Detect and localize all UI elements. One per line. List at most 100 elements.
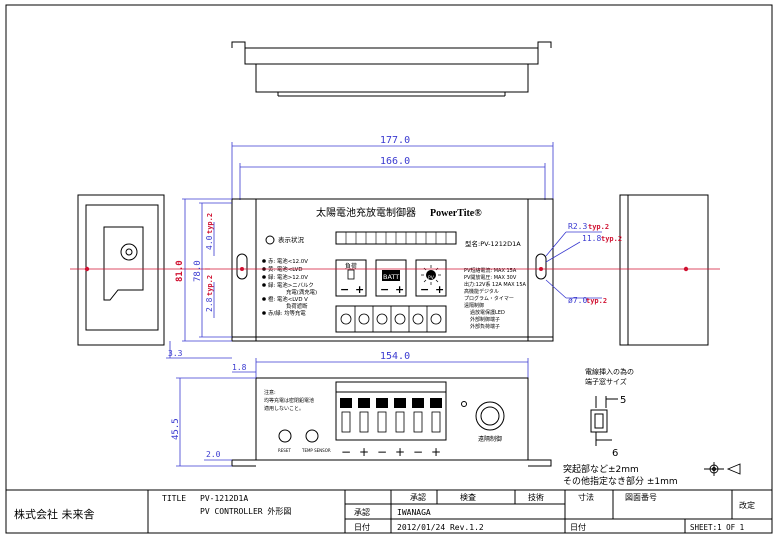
bottom-polarity: − + − + − + — [341, 445, 441, 459]
legend-line: 充電(満充電) — [286, 288, 317, 296]
brand-logo: PowerTite® — [430, 208, 482, 219]
dim-phi-7-typ: typ.2 — [586, 297, 607, 305]
title-description: PV CONTROLLER 外形図 — [200, 506, 291, 516]
legend-line: 緑: 電池>ニバルク — [268, 281, 314, 289]
bottom-terminal-slots — [341, 411, 441, 433]
spec-line: 出力:12V系 12A MAX 15A — [464, 281, 527, 288]
note-line: 適用しないこと。 — [264, 405, 304, 412]
revision-label: 改定 — [739, 500, 755, 510]
polarity-mark: + — [359, 445, 369, 459]
dim-3-3: 3.3 — [168, 349, 183, 358]
batt-label: BATT — [383, 273, 399, 281]
title-label: TITLE — [162, 494, 186, 503]
note-line: 均等充電は密閉鉛電池 — [264, 397, 314, 404]
device-title: 太陽電池充放電制御器 — [316, 206, 416, 219]
reset-label: RESET — [278, 448, 291, 453]
legend-line: 負荷遮断 — [286, 302, 308, 310]
right-hole-dot — [539, 267, 543, 271]
approve-label: 承認 — [354, 507, 370, 517]
projection-symbol-icon — [704, 462, 741, 476]
spec-line: 過放電保護LED — [470, 309, 505, 316]
approve-header: 承認 — [410, 492, 426, 502]
sheet-number: SHEET:1 OF 1 — [690, 523, 744, 532]
status-legend: 赤: 電池<12.0V 黄: 電池<LVD 緑: 電池>12.0V 緑: 電池>… — [268, 257, 317, 317]
front-terminals — [340, 306, 442, 332]
spec-line: 外部負荷端子 — [470, 323, 500, 330]
svg-text:+: + — [355, 283, 364, 296]
dim-r2-3-typ: typ.2 — [588, 223, 609, 231]
wire-window-width: 5 — [620, 395, 626, 406]
remote-label: 遠隔制御 — [478, 435, 502, 443]
bottom-terminal-screws — [340, 398, 442, 408]
model-label: 型名:PV-1212D1A — [465, 239, 521, 248]
temp-sensor-label: TEMP SENSOR — [301, 448, 331, 453]
legend-line: 橙: 電池<LVD V — [268, 295, 308, 303]
spec-list: PV短絡電流: MAX 15A PV開放電圧: MAX 30V 出力:12V系 … — [464, 267, 527, 330]
dim-r2-3: R2.3 — [568, 222, 587, 231]
spec-line: 外部制御端子 — [470, 316, 500, 323]
svg-text:+: + — [435, 283, 444, 296]
dim-81: 81.0 — [175, 260, 185, 282]
legend-line: 赤: 電池<12.0V — [268, 257, 308, 265]
svg-text:−: − — [380, 283, 389, 296]
dim-2-0: 2.0 — [206, 450, 221, 459]
title-block — [5, 489, 773, 534]
wire-window-subtitle: 端子窓サイズ — [585, 377, 627, 386]
company-name: 株式会社 未来舎 — [14, 507, 95, 521]
spec-line: 遠隔制御 — [464, 302, 484, 309]
drawing-number-label: 図面番号 — [625, 492, 657, 502]
spec-line: 高機能デジタル — [464, 288, 499, 295]
battery-icon — [382, 270, 400, 281]
dim-45-5: 45.5 — [171, 418, 181, 440]
dim-4-0: 4.0 — [205, 235, 214, 250]
bottom-view — [231, 377, 552, 467]
date-value: 2012/01/24 Rev.1.2 — [397, 523, 484, 532]
dim-154: 154.0 — [380, 351, 410, 362]
polarity-mark: − — [341, 445, 351, 459]
dim-4-0-typ: typ.2 — [206, 213, 214, 234]
spec-line: プログラム・タイマー — [464, 295, 514, 302]
dim-154-lines — [232, 358, 529, 378]
legend-line: 赤/緑: 均等充電 — [268, 309, 306, 317]
pv-label: PV — [428, 275, 435, 281]
dim-78: 78.0 — [193, 260, 203, 282]
dim-phi-7: ø7.0 — [568, 296, 587, 305]
polarity-mark: − — [413, 445, 423, 459]
legend-line: 緑: 電池>12.0V — [268, 273, 308, 281]
left-hole-dot — [240, 267, 244, 271]
size-label: 寸法 — [578, 492, 594, 502]
polarity-mark: + — [431, 445, 441, 459]
bottom-dimensions — [176, 377, 256, 467]
left-side-view — [77, 194, 165, 346]
load-label: 負荷 — [345, 262, 357, 270]
date-label: 日付 — [354, 522, 370, 532]
inspect-header: 検査 — [460, 492, 476, 502]
tolerance-line-1: 突起部など±2mm — [563, 463, 639, 475]
polarity-mark: + — [395, 445, 405, 459]
display-segments — [345, 232, 447, 244]
tolerance-line-2: その他指定なき部分 ±1mm — [563, 475, 678, 487]
top-view — [231, 41, 552, 97]
dim-2-8-typ: typ.2 — [206, 275, 214, 296]
front-polarity-marks: −+ −+ −+ — [340, 283, 444, 296]
right-side-view — [619, 194, 709, 346]
legend-led-icons — [262, 259, 266, 315]
dim-1-8: 1.8 — [232, 363, 247, 372]
svg-text:−: − — [420, 283, 429, 296]
wire-window-title: 電線挿入の為の — [585, 367, 634, 376]
dim-11-8-typ: typ.2 — [601, 235, 622, 243]
dim-166: 166.0 — [380, 156, 410, 167]
top-dimensions — [231, 142, 554, 200]
vertical-dimensions — [166, 198, 232, 359]
load-bulb-icon — [347, 269, 355, 280]
approver-name: IWANAGA — [397, 508, 431, 517]
sun-icon — [426, 270, 436, 280]
polarity-mark: − — [377, 445, 387, 459]
dim-2-8: 2.8 — [205, 297, 214, 312]
svg-text:+: + — [395, 283, 404, 296]
callout-leaders — [545, 231, 602, 299]
note-line: 注意: — [264, 389, 276, 396]
title-model: PV-1212D1A — [200, 494, 248, 503]
